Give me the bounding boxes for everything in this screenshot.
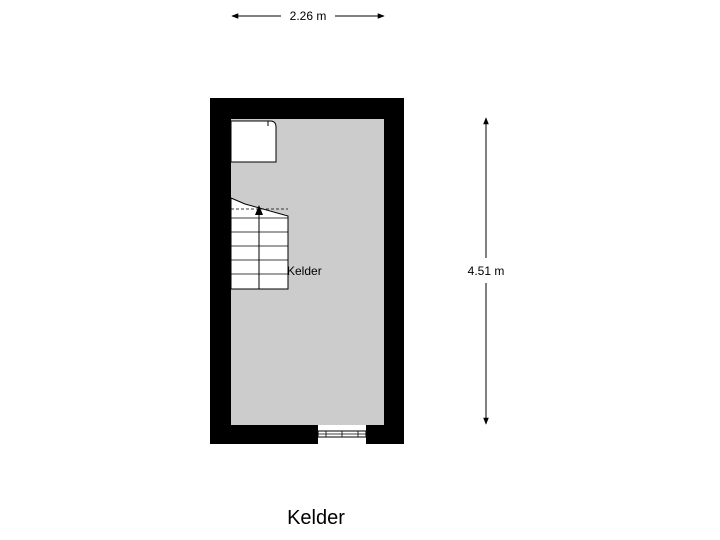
width-dimension: 2.26 m <box>231 9 385 23</box>
bottom-opening <box>317 425 367 444</box>
staircase <box>230 197 289 290</box>
width-label: 2.26 m <box>290 9 327 23</box>
storage-fixture <box>230 120 277 163</box>
room-label: Kelder <box>287 264 322 278</box>
stair-direction-arrow-icon <box>255 205 263 215</box>
depth-label: 4.51 m <box>468 264 505 278</box>
floor-title: Kelder <box>287 507 345 529</box>
depth-dimension: 4.51 m <box>468 117 505 425</box>
